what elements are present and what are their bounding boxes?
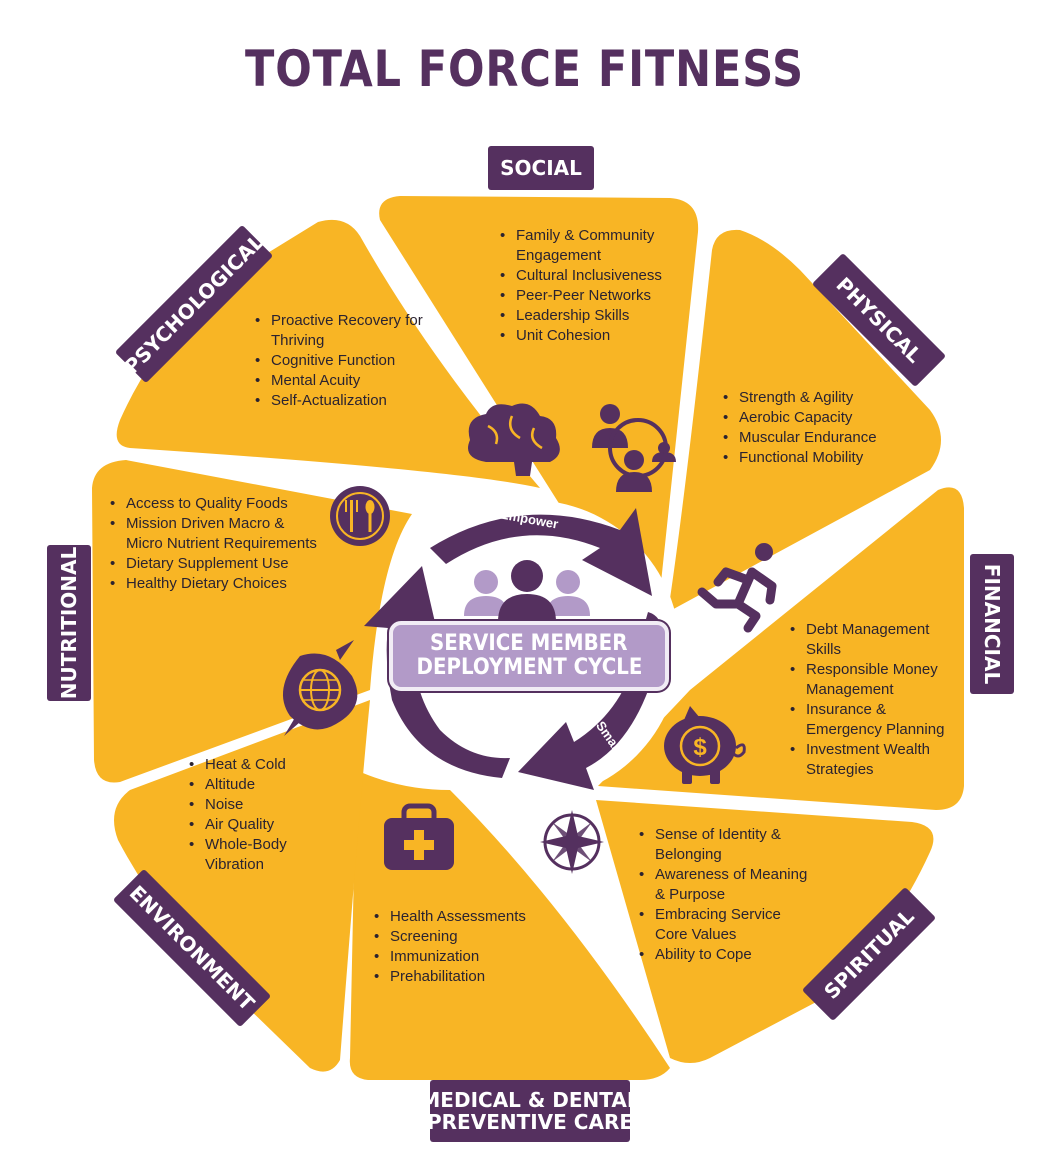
fork-spoon-plate-icon <box>330 486 390 546</box>
list-item: Proactive Recovery for Thriving <box>255 311 431 351</box>
list-spiritual: Sense of Identity & Belonging Awareness … <box>637 825 815 965</box>
list-item: Aerobic Capacity <box>723 408 929 428</box>
list-item: Sense of Identity & Belonging <box>639 825 815 865</box>
list-item: Cognitive Function <box>255 351 431 371</box>
arrow-smart <box>518 612 663 790</box>
label-financial: FINANCIAL <box>970 554 1014 694</box>
list-psychological: Proactive Recovery for Thriving Cognitiv… <box>253 311 431 411</box>
people-network-icon <box>592 404 676 492</box>
list-item: Cultural Inclusiveness <box>500 266 706 286</box>
list-item: Healthy Dietary Choices <box>110 574 321 594</box>
list-item: Leadership Skills <box>500 306 706 326</box>
label-medical-line-2: PREVENTIVE CARE <box>427 1110 634 1134</box>
runner-icon <box>697 543 777 633</box>
list-physical: Strength & Agility Aerobic Capacity Musc… <box>721 388 929 468</box>
arrow-choices <box>364 566 510 778</box>
list-item: Access to Quality Foods <box>110 494 321 514</box>
label-nutritional: NUTRITIONAL <box>47 545 91 701</box>
group-people-icon <box>464 560 590 622</box>
medical-kit-icon <box>384 803 454 870</box>
list-medical: Health Assessments Screening Immunizatio… <box>372 907 560 987</box>
list-item: Whole-Body Vibration <box>189 835 317 875</box>
svg-text:$: $ <box>693 734 707 761</box>
label-medical: MEDICAL & DENTAL PREVENTIVE CARE <box>420 1080 640 1142</box>
list-financial: Debt Management Skills Responsible Money… <box>788 620 966 780</box>
center-line-1: SERVICE MEMBER <box>430 631 628 656</box>
label-social: SOCIAL <box>488 146 594 190</box>
list-item: Strength & Agility <box>723 388 929 408</box>
list-item: Health Assessments <box>374 907 560 927</box>
list-item: Investment Wealth Strategies <box>790 740 966 780</box>
list-item: Responsible Money Management <box>790 660 966 700</box>
list-item: Mission Driven Macro & Micro Nutrient Re… <box>110 514 321 554</box>
list-item: Embracing Service Core Values <box>639 905 815 945</box>
piggy-bank-icon: $ <box>664 706 746 784</box>
globe-storm-icon <box>282 640 358 736</box>
list-item: Peer-Peer Networks <box>500 286 706 306</box>
compass-icon <box>540 810 604 874</box>
list-nutritional: Access to Quality Foods Mission Driven M… <box>108 494 321 594</box>
deployment-cycle-label: SERVICE MEMBER DEPLOYMENT CYCLE <box>389 621 669 691</box>
list-item: Immunization <box>374 947 560 967</box>
list-item: Awareness of Meaning & Purpose <box>639 865 815 905</box>
list-item: Family & Community Engagement <box>500 226 706 266</box>
list-item: Altitude <box>189 775 317 795</box>
list-item: Heat & Cold <box>189 755 317 775</box>
list-item: Functional Mobility <box>723 448 929 468</box>
center-line-2: DEPLOYMENT CYCLE <box>416 655 642 680</box>
list-social: Family & Community Engagement Cultural I… <box>498 226 706 346</box>
label-medical-line-1: MEDICAL & DENTAL <box>420 1088 640 1112</box>
list-item: Insurance & Emergency Planning <box>790 700 966 740</box>
list-item: Mental Acuity <box>255 371 431 391</box>
list-item: Muscular Endurance <box>723 428 929 448</box>
page-title: TOTAL FORCE FITNESS <box>245 40 804 98</box>
arrow-empower <box>430 508 652 596</box>
list-item: Debt Management Skills <box>790 620 966 660</box>
list-item: Unit Cohesion <box>500 326 706 346</box>
list-item: Dietary Supplement Use <box>110 554 321 574</box>
list-item: Prehabilitation <box>374 967 560 987</box>
list-item: Ability to Cope <box>639 945 815 965</box>
list-item: Air Quality <box>189 815 317 835</box>
list-environment: Heat & Cold Altitude Noise Air Quality W… <box>187 755 317 875</box>
brain-icon <box>468 403 560 476</box>
list-item: Screening <box>374 927 560 947</box>
list-item: Self-Actualization <box>255 391 431 411</box>
list-item: Noise <box>189 795 317 815</box>
